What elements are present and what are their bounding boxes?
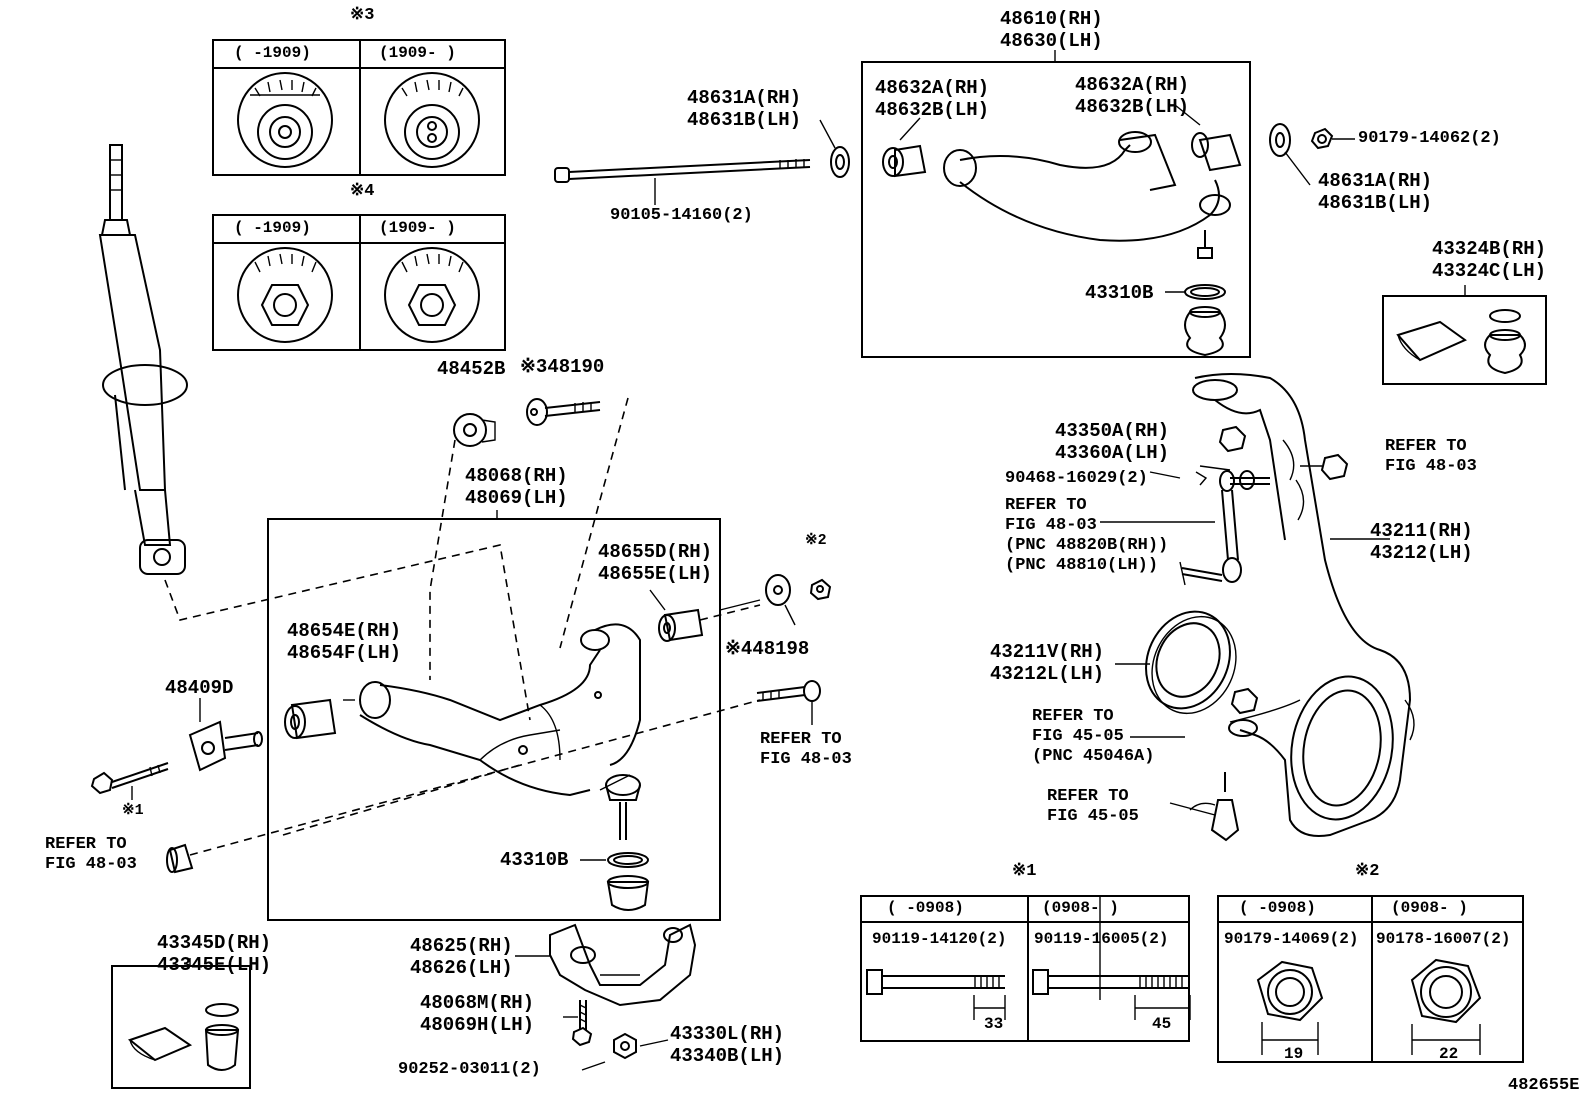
label-43324b: 43324B(RH)43324C(LH) — [1432, 238, 1547, 282]
bolt-refer-4803-right — [756, 680, 821, 725]
label-note1-small: ※1 — [122, 802, 144, 819]
note1-table: ( -0908) (0908- ) 90119-14120(2) 90119-1… — [860, 895, 1190, 1042]
note4-col-right: (1909- ) — [379, 219, 456, 237]
shock-absorber-drawing — [98, 144, 188, 575]
cam-washer-48198 — [765, 574, 832, 626]
note4-cam-graphics — [237, 247, 480, 343]
note3-cam-graphics — [237, 72, 480, 168]
lower-ball-joint-stud-right — [1169, 772, 1240, 842]
lower-bushing-left — [284, 698, 337, 740]
note2-part-left: 90179-14069(2) — [1224, 930, 1359, 948]
note4-mark: ※4 — [350, 182, 375, 201]
lower-arm-bracket-drawing — [549, 923, 697, 1007]
label-43211: 43211(RH)43212(LH) — [1370, 520, 1473, 564]
note2-dim-right: 22 — [1439, 1045, 1459, 1063]
label-48631a-right: 48631A(RH)48631B(LH) — [1318, 170, 1433, 214]
note1-bolt-graphics — [866, 969, 1191, 1020]
lower-bushing-right — [649, 589, 704, 642]
label-43310b-lower: 43310B — [500, 849, 569, 871]
label-48190: ※348190 — [520, 356, 605, 378]
note1-dim-right: 45 — [1152, 1015, 1172, 1033]
label-43330l: 43330L(RH)43340B(LH) — [670, 1023, 785, 1067]
label-48610: 48610(RH)48630(LH) — [1000, 8, 1103, 52]
label-90252-03011: 90252-03011(2) — [398, 1060, 541, 1079]
upper-arm-drawing — [882, 104, 1242, 259]
label-48631a-left: 48631A(RH)48631B(LH) — [687, 87, 802, 131]
bolt-note1-left — [90, 762, 169, 800]
label-90105-14160: 90105-14160(2) — [610, 206, 753, 225]
note1-col-left: ( -0908) — [887, 899, 964, 917]
boot-kit-lower-drawing — [127, 958, 240, 1071]
note4-col-left: ( -1909) — [234, 219, 311, 237]
note3-col-left: ( -1909) — [234, 44, 311, 62]
note1-part-right: 90119-16005(2) — [1034, 930, 1169, 948]
cam-plate-48409d — [188, 720, 263, 772]
camber-cam-bolt-drawing — [453, 398, 601, 447]
label-48068: 48068(RH)48069(LH) — [465, 465, 568, 509]
lower-arm-drawing — [359, 623, 641, 797]
note4-table: ( -1909) (1909- ) — [212, 214, 506, 351]
note2-nut-graphics — [1256, 958, 1482, 1055]
label-43310b-upper: 43310B — [1085, 282, 1154, 304]
dashed-guide-lines — [164, 397, 761, 856]
steering-knuckle-drawing — [1192, 373, 1415, 837]
label-48198: ※448198 — [725, 638, 810, 660]
label-90179-14062: 90179-14062(2) — [1358, 129, 1501, 148]
boot-kit-upper-drawing — [1396, 285, 1526, 375]
note1-col-right: (0908- ) — [1042, 899, 1119, 917]
label-48632a-left: 48632A(RH)48632B(LH) — [875, 77, 990, 121]
label-48654e: 48654E(RH)48654F(LH) — [287, 620, 402, 664]
leader-lines — [199, 50, 1390, 1000]
boot-kit-box-lower — [111, 965, 251, 1089]
upper-ball-joint-boot — [1165, 284, 1226, 357]
stabilizer-link-drawing — [1179, 470, 1270, 586]
note1-dim-left: 33 — [984, 1015, 1004, 1033]
label-note2-small: ※2 — [805, 532, 827, 549]
note2-col-right: (0908- ) — [1391, 899, 1468, 917]
knuckle-nuts — [1218, 425, 1349, 715]
label-43211v: 43211V(RH)43212L(LH) — [990, 641, 1105, 685]
note1-mark: ※1 — [1012, 862, 1037, 881]
label-48655d: 48655D(RH)48655E(LH) — [598, 541, 713, 585]
upper-arm-washer-nut — [1269, 123, 1355, 186]
note3-table: ( -1909) (1909- ) — [212, 39, 506, 176]
diagram-id: 482655E — [1508, 1076, 1580, 1095]
lower-ball-joint-drawing — [580, 774, 650, 911]
note1-part-left: 90119-14120(2) — [872, 930, 1007, 948]
note2-mark: ※2 — [1355, 862, 1380, 881]
label-48409d: 48409D — [165, 677, 234, 699]
note2-part-right: 90178-16007(2) — [1376, 930, 1511, 948]
label-48068m: 48068M(RH)48069H(LH) — [420, 992, 535, 1036]
note3-col-right: (1909- ) — [379, 44, 456, 62]
label-48625: 48625(RH)48626(LH) — [410, 935, 513, 979]
lower-arm-box — [267, 518, 721, 921]
bolt-48068m — [563, 1000, 593, 1047]
upper-arm-bolt-drawing — [554, 119, 850, 205]
label-48452b: 48452B — [437, 358, 506, 380]
note2-dim-left: 19 — [1284, 1045, 1304, 1063]
label-43350a: 43350A(RH)43360A(LH) — [1055, 420, 1170, 464]
hub-seal-drawing — [1145, 610, 1237, 715]
note2-table: ( -0908) (0908- ) 90179-14069(2) 90178-1… — [1217, 895, 1524, 1063]
nut-43330l — [581, 1032, 669, 1071]
label-43345d: 43345D(RH)43345E(LH) — [157, 932, 272, 976]
upper-arm-box — [861, 61, 1251, 358]
label-48632a-right: 48632A(RH)48632B(LH) — [1075, 74, 1190, 118]
note2-col-left: ( -0908) — [1239, 899, 1316, 917]
label-90468-16029: 90468-16029(2) — [1005, 469, 1148, 488]
note3-mark: ※3 — [350, 6, 375, 25]
bushing-refer-4803-left — [166, 843, 194, 874]
